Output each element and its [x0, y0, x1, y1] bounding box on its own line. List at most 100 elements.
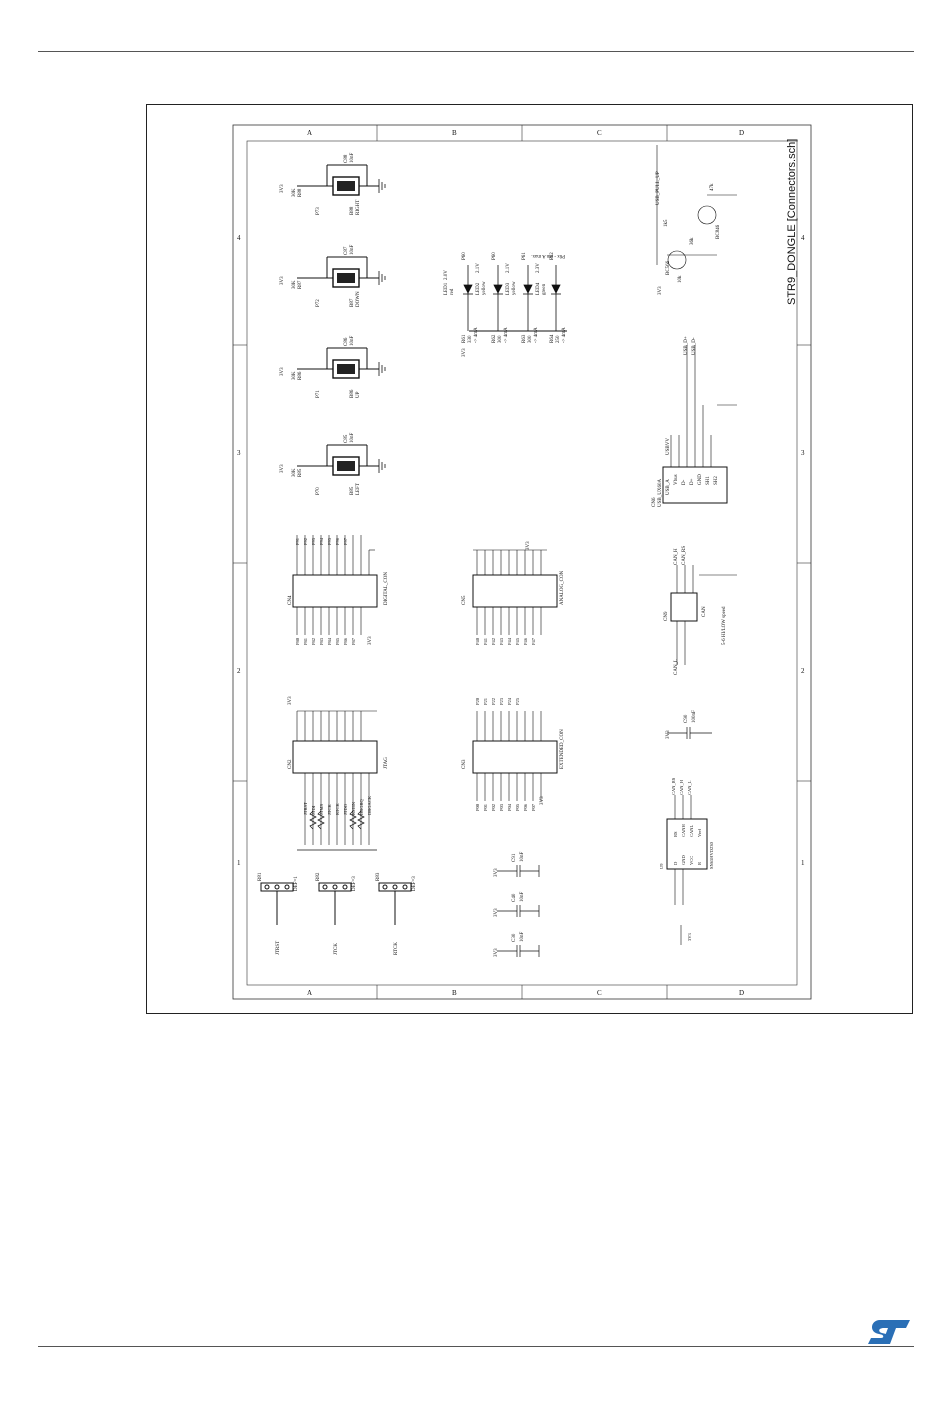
extended-connector-name: EXTENDED_CON: [560, 729, 565, 769]
button-down-res: R87: [298, 280, 303, 289]
led1-res-val: 330: [468, 335, 473, 343]
button-down-supply: 3V3: [280, 276, 285, 285]
button-left-group: B85 LEFT P70 R85 30K C85 10nF 3V3: [280, 433, 379, 495]
border-letter-b-top: B: [452, 129, 457, 137]
pin-label: P43: [499, 637, 504, 645]
cap-c30-ref: C30: [512, 933, 517, 942]
jumper-jtck: JTCK R82 DEF=3: [316, 872, 357, 955]
cap-c91-val: 10nF: [520, 852, 525, 863]
pin-label: P96: [335, 537, 340, 545]
jtag-signal: JTRST: [303, 802, 308, 815]
pin-label: P41: [483, 638, 488, 645]
cap-c30-val: 10nF: [520, 932, 525, 943]
cap-c40-val: 10nF: [520, 892, 525, 903]
led2-res: R62: [492, 334, 497, 343]
decoupling-caps: [497, 865, 540, 957]
footer-rule: [38, 1346, 914, 1347]
can-ic-name: SN65HVD230: [709, 841, 714, 869]
led3-res: R63: [522, 334, 527, 343]
border-letter-d-bottom: D: [739, 989, 744, 997]
digital-connector-ref: CN4: [288, 595, 293, 605]
pin-label: P44: [507, 637, 512, 645]
jumper-jtck-ref: R82: [316, 872, 321, 881]
digital-connector-supply: 3V3: [368, 636, 373, 645]
jumper-jtrst-ref: R81: [258, 872, 263, 881]
usb-ref: CN6: [652, 497, 657, 507]
cap-c91-supply: 3V3: [494, 868, 499, 877]
led1-port: P60: [462, 252, 467, 260]
pin-label: P82: [311, 638, 316, 645]
border-letter-b-bottom: B: [452, 989, 457, 997]
can-ref: CN9: [664, 611, 669, 621]
can-cap-ref: C90: [684, 714, 689, 723]
schematic-figure-frame: A B C D A B C D 4 3 2 1 4 3 2 1 STR9_DON…: [146, 104, 913, 1014]
pin-label: P93: [311, 537, 316, 545]
can-ic-pin-canh: CANH: [681, 823, 686, 837]
led1-current: -> 4mA: [474, 327, 479, 343]
can-cap-supply: 3V3: [666, 730, 671, 739]
pin-label: P86: [343, 637, 348, 645]
jumper-rtck-def: DEF=3: [412, 876, 417, 891]
pin-label: P02: [491, 804, 496, 811]
jtag-connector-supply: 3V3: [288, 696, 293, 705]
pin-label: P83: [319, 637, 324, 645]
button-up-name: UP: [356, 391, 361, 398]
jumper-jtck-label: JTCK: [334, 943, 339, 955]
jtag-signal: JTCK: [327, 803, 332, 815]
pin-label: P06: [523, 803, 528, 811]
pin-label: P00: [475, 803, 480, 811]
led4-res-val: 250: [556, 335, 561, 343]
led4-port: P62: [550, 252, 555, 260]
usb-net-dplus: USB_D+: [684, 336, 689, 355]
led3-res-val: 300: [528, 335, 533, 343]
analog-connector-supply: 3V3: [526, 541, 531, 550]
button-up-port: P71: [316, 390, 321, 398]
border-number-4-right: 4: [801, 234, 805, 242]
button-down-port: P72: [316, 299, 321, 307]
usb-pin-sh2: SH2: [714, 476, 719, 485]
digital-connector: CN4 DIGITAL_CON 3V3 P80 P81 P82 P83 P84 …: [288, 535, 389, 645]
border-number-1-right: 1: [801, 859, 805, 867]
usb-r-10k: 10k: [678, 275, 683, 283]
jtag-connector: CN2 JTAG 3V3 JTRST JTDI JTMS JTCK RTCK J…: [288, 696, 389, 845]
button-down-group: B87 DOWN P72 R87 30K C87 10nF 3V3: [280, 245, 379, 307]
can-speed-note: 5-6 HI/LOW speed: [722, 606, 727, 645]
pin-label: P40: [475, 637, 480, 645]
led2-current: -> 4mA: [504, 327, 509, 343]
pin-label: P46: [523, 637, 528, 645]
cap-c30-supply: 3V3: [494, 948, 499, 957]
cap-c40-supply: 3V3: [494, 908, 499, 917]
jtag-connector-name: JTAG: [384, 757, 389, 769]
button-left-port: P70: [316, 487, 321, 495]
led4-vf: 2.3V: [536, 263, 541, 273]
usb-supply: 3V3: [658, 286, 663, 295]
usb-part: USB_UX60A: [658, 479, 663, 507]
pin-label: P80: [295, 637, 300, 645]
header-rule: [38, 51, 914, 52]
pin-label: P22: [491, 698, 496, 705]
led2-res-val: 300: [498, 335, 503, 343]
button-left-cap-val: 10nF: [350, 433, 355, 444]
jumper-jtck-def: DEF=3: [352, 876, 357, 891]
usb-net-dminus: USB_D-: [692, 337, 697, 355]
pin-label: P47: [531, 637, 536, 645]
led2-color: yellow: [482, 281, 487, 295]
button-up-cap: C86: [344, 337, 349, 346]
can-ic-net-h: CAN_H: [679, 779, 684, 795]
led2-port: P60: [492, 252, 497, 260]
st-logo: [868, 1320, 910, 1344]
pin-label: P21: [483, 698, 488, 705]
led3-port: P61: [522, 252, 527, 260]
border-number-4-left: 4: [237, 234, 241, 242]
pin-label: P23: [499, 697, 504, 705]
pin-label: P20: [475, 697, 480, 705]
usb-pin-dminus: D-: [682, 479, 687, 485]
jumper-jtrst-def: DEF=1: [294, 876, 299, 891]
digital-connector-left-pins: P80 P81 P82 P83 P84 P85 P86 P87 P91 P92 …: [295, 537, 356, 645]
border-number-3-right: 3: [801, 449, 805, 457]
button-left-ref: B85: [350, 486, 355, 495]
schematic-title: STR9_DONGLE [Connectors.sch]: [786, 139, 798, 305]
pin-label: P04: [507, 803, 512, 811]
pin-label: P97: [343, 537, 348, 545]
analog-connector-name: ANALOG_CON: [560, 570, 565, 605]
